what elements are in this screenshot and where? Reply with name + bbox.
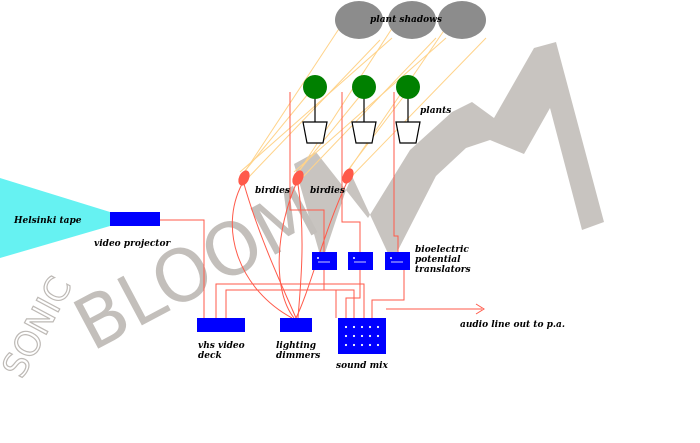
label-vhs-1: vhs video [198, 341, 245, 351]
translator-2 [348, 252, 373, 270]
label-plants: plants [420, 106, 451, 116]
translator-3 [385, 252, 410, 270]
birdie-3 [342, 168, 354, 184]
bioelectric-translators: bioelectric potential translators [312, 245, 471, 275]
plant-shadow-3 [438, 1, 486, 39]
vhs-video-deck: vhs video deck [197, 318, 245, 361]
wiring [160, 92, 485, 319]
label-plant-shadows: plant shadows [370, 15, 442, 25]
sound-mix: sound mix [336, 318, 389, 371]
plant-shadow-1 [335, 1, 383, 39]
plant-2 [351, 75, 377, 144]
label-bioelectric-2: potential [415, 255, 461, 265]
label-dimmers-2: dimmers [276, 351, 320, 361]
translator-1 [312, 252, 337, 270]
watermark-bloom: BLOOM [61, 170, 332, 367]
label-birdies-2: birdies [310, 186, 345, 196]
label-audio-line-out: audio line out to p.a. [460, 320, 565, 330]
projector-beam [0, 178, 110, 258]
label-birdies-1: birdies [255, 186, 290, 196]
label-helsinki-tape: Helsinki tape [13, 216, 82, 226]
light-beams [239, 9, 487, 181]
label-dimmers-1: lighting [276, 341, 316, 351]
watermark-sonic: SONIC [0, 270, 80, 384]
plant-shadow-2 [388, 1, 436, 39]
label-bioelectric-3: translators [415, 265, 471, 275]
label-sound-mix: sound mix [336, 361, 389, 371]
plant-shadows: plant shadows [335, 1, 486, 39]
label-vhs-2: deck [198, 351, 222, 361]
label-video-projector: video projector [94, 239, 171, 249]
plant-1 [302, 75, 328, 144]
birdies: birdies birdies [238, 168, 354, 196]
watermark-m [294, 42, 604, 262]
lighting-dimmers: lighting dimmers [276, 318, 320, 361]
label-bioelectric-1: bioelectric [415, 245, 469, 255]
video-projector: Helsinki tape video projector [13, 212, 171, 249]
plants: plants [302, 75, 451, 144]
birdie-1 [238, 170, 250, 186]
plant-3 [395, 75, 421, 144]
birdie-2 [292, 170, 304, 186]
